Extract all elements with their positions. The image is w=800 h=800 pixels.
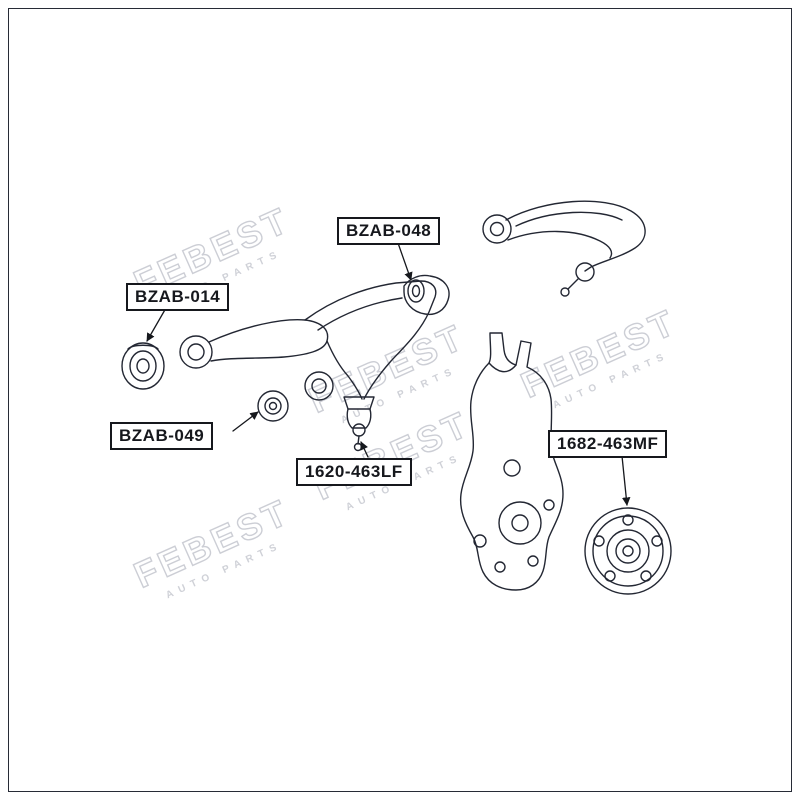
- arm-bushing-drawing: [121, 342, 165, 390]
- part-label-1682-463mf: 1682-463MF: [548, 430, 668, 458]
- small-bushing-drawing: [257, 390, 289, 422]
- part-label-1620-463lf: 1620-463LF: [296, 458, 412, 486]
- part-label-bzab-048: BZAB-048: [337, 217, 441, 245]
- part-label-bzab-049: BZAB-049: [110, 422, 214, 450]
- part-label-bzab-014: BZAB-014: [126, 283, 230, 311]
- upper-control-arm-drawing: [482, 200, 646, 297]
- lower-control-arm-drawing: [179, 274, 450, 401]
- ball-joint-drawing: [343, 396, 375, 452]
- steering-knuckle-drawing: [459, 332, 564, 591]
- leader-lines: [146, 242, 631, 506]
- wheel-hub-drawing: [584, 507, 672, 595]
